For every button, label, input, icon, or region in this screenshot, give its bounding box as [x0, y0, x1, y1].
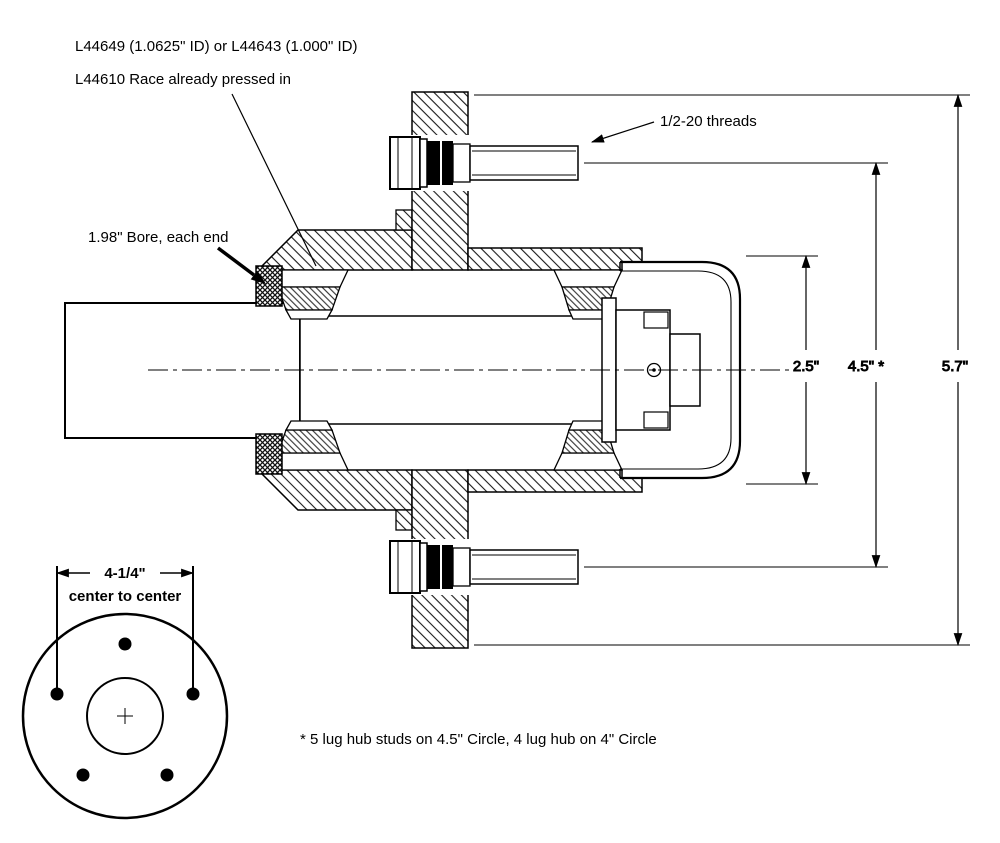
bearing-callout: L44649 (1.0625" ID) or L44643 (1.000" ID…: [75, 38, 358, 267]
grease-seal-top: [255, 265, 283, 307]
stud-head: [389, 540, 421, 594]
inner-bearing-bottom: [268, 420, 350, 471]
leader-arrow-shaft: [216, 246, 256, 277]
thread-spec-label: 1/2-20 threads: [660, 113, 757, 130]
thread-callout: 1/2-20 threads: [590, 113, 757, 143]
bearing-rollers: [277, 429, 341, 454]
bolt-pattern-view: 4-1/4" center to center: [21, 565, 229, 820]
castellation-top: [643, 311, 669, 329]
dimension-flange-od: 5.7": [474, 93, 970, 647]
footnote: * 5 lug hub studs on 4.5" Circle, 4 lug …: [300, 731, 657, 748]
bearing-rollers: [277, 286, 341, 311]
wheel-stud-bottom: [389, 540, 579, 594]
dimension-label: 2.5": [793, 358, 819, 375]
bore-note-label: 1.98" Bore, each end: [88, 229, 228, 246]
lug-hole: [118, 637, 132, 651]
dimension-label: 4.5" *: [848, 358, 884, 375]
bearing-cup: [552, 452, 624, 471]
stud-head: [389, 136, 421, 190]
spindle-inner-shaft: [299, 315, 605, 425]
cotter-pin-dot: [652, 368, 656, 372]
lug-hole: [76, 768, 90, 782]
lug-hole: [160, 768, 174, 782]
cap-seat-bottom: [467, 469, 643, 493]
bore-callout: 1.98" Bore, each end: [88, 229, 266, 284]
hub-step-top: [395, 209, 413, 231]
stud-spacing-label: 4-1/4": [104, 565, 145, 582]
dimension-hub-pilot: 2.5": [746, 254, 820, 486]
leader-line: [231, 93, 317, 267]
main-cross-section: [64, 91, 790, 649]
leader-arrow-head: [250, 270, 266, 284]
bearing-cone: [284, 420, 334, 431]
grease-seal-bottom: [255, 433, 283, 475]
center-bore: [86, 677, 164, 755]
outer-bearing-top: [552, 269, 624, 320]
race-note-label: L44610 Race already pressed in: [75, 71, 291, 88]
stud-threads: [469, 145, 579, 181]
stud-collar: [419, 138, 428, 188]
stud-spacing-note: center to center: [69, 588, 182, 605]
lug-hole: [186, 687, 200, 701]
bearing-cup: [552, 269, 624, 288]
dimension-bolt-circle: 4.5" *: [584, 161, 888, 569]
stud-threads: [469, 549, 579, 585]
leader-arrow: [590, 121, 655, 143]
dimension-label: 5.7": [942, 358, 968, 375]
wheel-stud-top: [389, 136, 579, 190]
bearing-models-label: L44649 (1.0625" ID) or L44643 (1.000" ID…: [75, 38, 358, 55]
hub-step-bottom: [395, 509, 413, 531]
stud-shank: [452, 547, 471, 587]
stud-collar: [419, 542, 428, 592]
cap-seat-top: [467, 247, 643, 271]
inner-bearing-top: [268, 269, 350, 320]
stud-shank: [452, 143, 471, 183]
hub-face-outline: [21, 612, 229, 820]
bearing-cone: [284, 309, 334, 320]
lug-hole: [50, 687, 64, 701]
castellation-bottom: [643, 411, 669, 429]
